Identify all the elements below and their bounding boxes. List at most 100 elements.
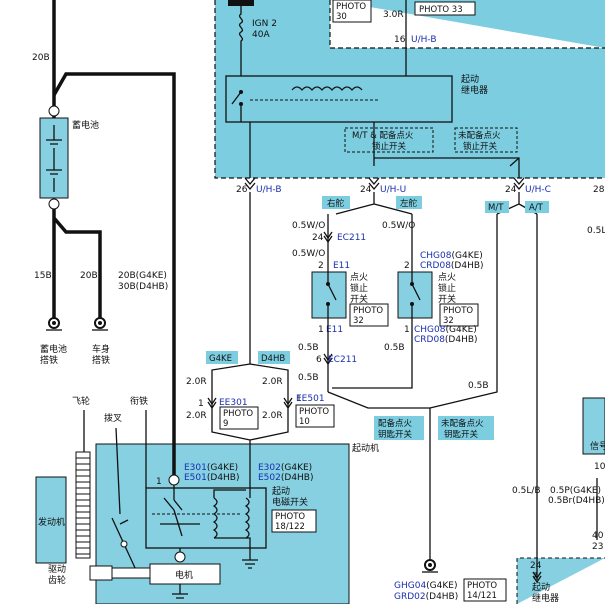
ign-lock-label-lhd: 点火 — [438, 272, 456, 283]
photo-30-box — [332, 0, 372, 23]
wire-20b: 20B — [80, 271, 98, 281]
wire-05p: 0.5P(G4KE) — [550, 486, 601, 496]
terminal-m — [174, 551, 186, 563]
lock-key-label: 配备点火 — [378, 418, 413, 429]
crd08-a: CRD08(D4HB) — [420, 261, 484, 271]
battery-ground-label2: 搭铁 — [40, 354, 58, 366]
wire-20r-d: 2.0R — [262, 411, 283, 421]
pin-16: 16 — [394, 35, 406, 45]
wire-3r-label: 3.0R — [383, 10, 404, 20]
rhd-tag — [322, 196, 350, 209]
fuse-40a-symbol — [238, 6, 244, 76]
drive-gear-label: 驱动 — [48, 564, 66, 575]
photo-33-inset — [329, 0, 605, 49]
fork-pivot — [120, 540, 128, 548]
no-key-tag — [438, 416, 494, 440]
fork-label: 拨叉 — [104, 412, 122, 424]
photo-18-box — [271, 509, 317, 533]
switch-routing — [373, 150, 520, 178]
motor-label: 电机 — [175, 569, 193, 581]
motor-ground — [172, 584, 188, 599]
start-relay-label2: 继电器 — [461, 84, 488, 96]
photo-30-num: 30 — [336, 12, 347, 22]
pinion-gear — [89, 565, 113, 581]
wire-to-starter — [52, 72, 176, 478]
mt-lock-label: M/T & 配备点火 — [352, 130, 414, 141]
ghg04: GHG04(G4KE) — [394, 581, 457, 591]
flywheel-teeth — [76, 457, 90, 555]
pin-24a: 24 — [360, 185, 372, 195]
at-tag — [525, 201, 549, 213]
photo-10: PHOTO — [299, 407, 329, 417]
crd08-b: CRD08(D4HB) — [414, 335, 478, 345]
fuse-box-border — [214, 0, 605, 179]
connector-24a — [368, 177, 380, 191]
pin-6: 6 — [316, 355, 322, 365]
lhd-tag — [396, 196, 422, 209]
pin-1d: 1 — [296, 394, 302, 404]
photo-10-num: 10 — [299, 417, 310, 427]
pin-24d: 24 — [530, 561, 542, 571]
photo-14-box — [463, 578, 507, 602]
wire-uhu-split — [335, 192, 413, 215]
mt-lock-label2: 锁止开关 — [372, 141, 407, 152]
wire-30b-d4hb: 30B(D4HB) — [118, 282, 168, 292]
flywheel-label: 飞轮 — [72, 395, 90, 407]
lhd-contact-dot2 — [410, 302, 414, 306]
uhc-label: U/H-C — [525, 185, 551, 195]
wire-20b-g4ke: 20B(G4KE) — [118, 271, 167, 281]
battery-ground-wire — [52, 209, 102, 318]
start-relay-box — [225, 75, 453, 123]
ghg04-ground-dot — [428, 563, 432, 567]
wire-05wo-c: 0.5W/O — [292, 249, 325, 259]
photo-32b-box — [439, 303, 479, 327]
ee501-text: EE501 — [296, 394, 325, 404]
no-lock-switch-box — [454, 127, 518, 153]
photo-9: PHOTO — [223, 409, 253, 419]
wire-lhd-down — [332, 318, 413, 389]
ign-lock-switch-lhd — [397, 271, 433, 319]
wire-05l: 0.5L — [587, 226, 605, 236]
photo-14-num: 14/121 — [467, 591, 497, 601]
signal-box — [582, 397, 605, 455]
pin-2a: 2 — [318, 261, 324, 271]
fuse-40a-label: 40A — [252, 30, 270, 40]
start-relay2: 起动 — [532, 582, 550, 593]
ign-lock-label-rhd2: 锁止 — [350, 282, 368, 294]
d4hb-label: D4HB — [261, 354, 285, 364]
photo-9-box — [219, 406, 259, 430]
rhd-contact-dot2 — [326, 302, 330, 306]
pin-1b: 1 — [404, 325, 410, 335]
photo-9-num: 9 — [223, 419, 228, 429]
connector-ee301 — [207, 397, 217, 410]
connector-ec211-a — [323, 231, 333, 244]
pin-1c: 1 — [198, 399, 204, 409]
wire-05b-b: 0.5B — [384, 343, 405, 353]
photo-30-label: PHOTO — [336, 2, 366, 12]
engine-label: 发动机 — [38, 516, 65, 528]
start-relay2b: 继电器 — [532, 592, 559, 604]
connector-24d — [532, 571, 542, 584]
no-lock-label2: 锁止开关 — [463, 141, 498, 152]
g4ke-label: G4KE — [209, 354, 232, 364]
photo-32b: PHOTO — [443, 306, 473, 316]
lhd-label: 左舵 — [400, 198, 418, 209]
pinion-shaft — [111, 567, 151, 579]
body-ground-label2: 搭铁 — [92, 354, 110, 366]
ign-lock-label-lhd2: 锁止 — [438, 282, 456, 294]
signal-label: 信号 — [590, 440, 605, 452]
d4hb-tag — [258, 351, 290, 364]
pin-24b: 24 — [505, 185, 517, 195]
e302: E302(G4KE) — [258, 463, 312, 473]
wire-05wo-a: 0.5W/O — [292, 221, 325, 231]
g4ke-tag — [206, 351, 238, 364]
relay-contact — [231, 91, 242, 122]
connector-ec211-b — [323, 353, 333, 366]
ign-lock-label-rhd: 点火 — [350, 272, 368, 283]
pin-1a: 1 — [318, 325, 324, 335]
photo-18: PHOTO — [275, 512, 305, 522]
e11-a: E11 — [333, 261, 350, 271]
e301: E301(G4KE) — [184, 463, 238, 473]
start-relay-label: 起动 — [461, 74, 479, 85]
ign-lock-label-rhd3: 开关 — [350, 293, 368, 305]
